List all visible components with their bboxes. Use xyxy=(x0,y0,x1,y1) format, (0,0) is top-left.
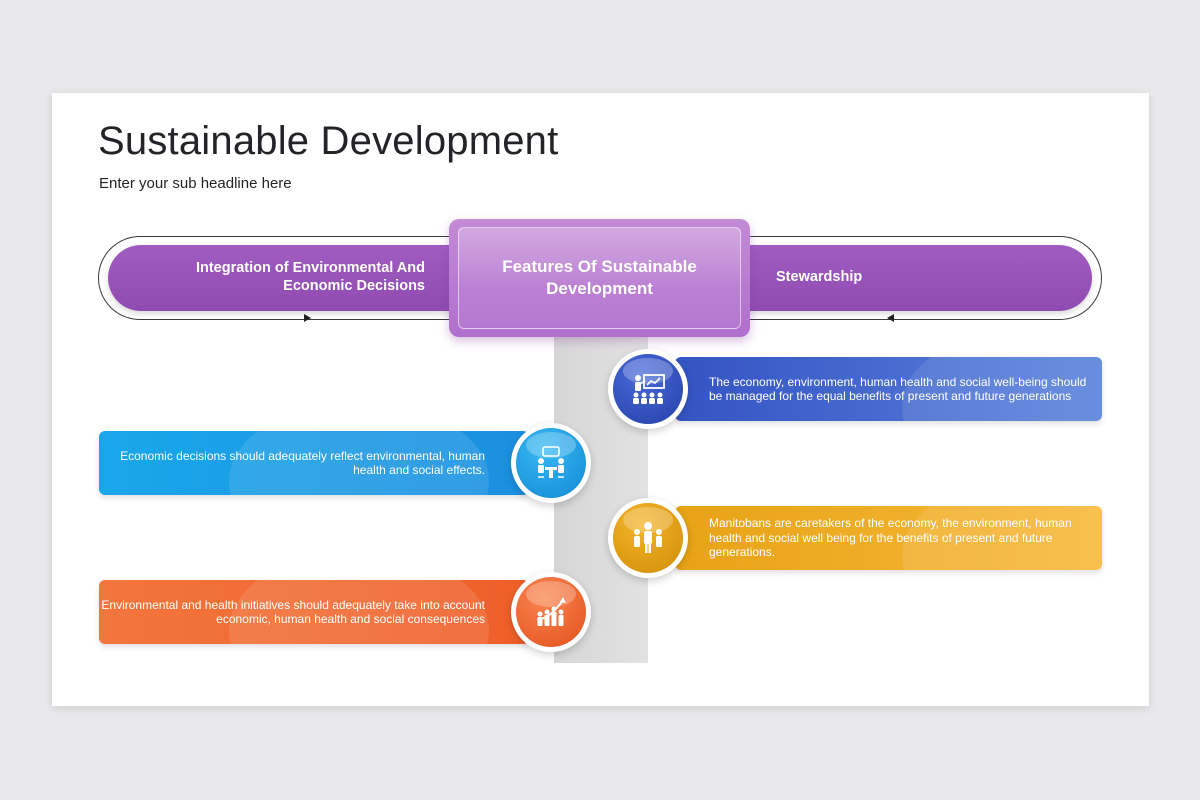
feature-integration-label: Integration of Environmental And Economi… xyxy=(195,260,425,294)
card-manitobans-caretakers: Manitobans are caretakers of the economy… xyxy=(675,506,1102,570)
card-economy-environment: The economy, environment, human health a… xyxy=(675,357,1102,421)
slide-subtitle: Enter your sub headline here xyxy=(99,175,292,192)
card-text: Environmental and health initiatives sho… xyxy=(101,597,485,627)
arrow-left-icon xyxy=(887,314,894,322)
center-feature-box: Features Of Sustainable Development xyxy=(449,219,750,337)
card-icon-badge xyxy=(511,423,591,503)
presentation-audience-icon xyxy=(633,374,665,404)
card-icon-badge xyxy=(608,498,688,578)
slide: Sustainable Development Enter your sub h… xyxy=(52,93,1149,706)
leader-team-icon xyxy=(634,522,662,553)
arrow-right-icon xyxy=(304,314,311,322)
feature-stewardship-label: Stewardship xyxy=(776,269,863,285)
card-environmental-health-initiatives: Environmental and health initiatives sho… xyxy=(99,580,529,644)
card-text: Manitobans are caretakers of the economy… xyxy=(709,516,1072,560)
card-text: The economy, environment, human health a… xyxy=(709,374,1087,404)
card-icon-badge xyxy=(511,572,591,652)
card-icon-badge xyxy=(608,349,688,429)
meeting-discussion-icon xyxy=(538,446,564,478)
card-economic-decisions: Economic decisions should adequately ref… xyxy=(99,431,529,495)
card-text: Economic decisions should adequately ref… xyxy=(120,448,485,478)
slide-title: Sustainable Development xyxy=(98,119,559,163)
center-feature-label: Features Of Sustainable Development xyxy=(458,227,741,329)
growth-team-icon xyxy=(536,597,566,626)
